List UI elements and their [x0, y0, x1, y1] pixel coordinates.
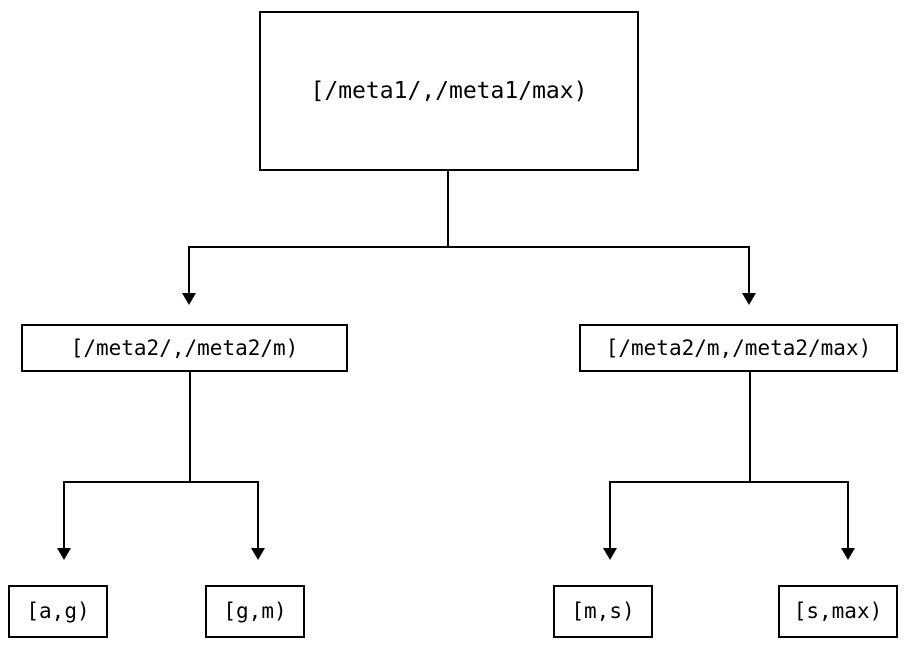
node-leaf-s-max[interactable]: [s,max) [778, 585, 898, 638]
node-leaf-a-g[interactable]: [a,g) [8, 585, 108, 638]
edge-mid-left-crossbar [63, 481, 259, 483]
edge-mid-right-to-leaf4-drop [847, 481, 849, 549]
node-leaf-s-max-label: [s,max) [793, 599, 883, 623]
node-mid-right-label: [/meta2/m,/meta2/max) [605, 335, 872, 360]
edge-mid-right-crossbar [609, 481, 849, 483]
node-mid-right[interactable]: [/meta2/m,/meta2/max) [579, 324, 898, 372]
node-root-label: [/meta1/,/meta1/max) [310, 77, 588, 104]
node-leaf-g-m-label: [g,m) [223, 599, 287, 623]
node-mid-left-label: [/meta2/,/meta2/m) [70, 335, 299, 360]
node-leaf-g-m[interactable]: [g,m) [205, 585, 305, 638]
edge-root-to-mid-left-drop [188, 246, 190, 294]
arrowhead-root-to-mid-left-icon [182, 293, 196, 305]
arrowhead-root-to-mid-right-icon [742, 293, 756, 305]
arrowhead-mid-right-to-leaf3-icon [603, 548, 617, 560]
node-leaf-m-s[interactable]: [m,s) [553, 585, 653, 638]
arrowhead-mid-right-to-leaf4-icon [841, 548, 855, 560]
edge-root-crossbar [188, 246, 750, 248]
edge-root-to-mid-right-drop [748, 246, 750, 294]
node-leaf-m-s-label: [m,s) [571, 599, 635, 623]
node-mid-left[interactable]: [/meta2/,/meta2/m) [21, 324, 348, 372]
node-leaf-a-g-label: [a,g) [26, 599, 90, 623]
arrowhead-mid-left-to-leaf2-icon [251, 548, 265, 560]
edge-mid-right-to-leaf3-drop [609, 481, 611, 549]
arrowhead-mid-left-to-leaf1-icon [57, 548, 71, 560]
edge-mid-right-stem [749, 372, 751, 482]
edge-mid-left-stem [189, 372, 191, 482]
edge-mid-left-to-leaf1-drop [63, 481, 65, 549]
node-root[interactable]: [/meta1/,/meta1/max) [259, 11, 639, 171]
edge-root-stem [447, 171, 449, 247]
edge-mid-left-to-leaf2-drop [257, 481, 259, 549]
